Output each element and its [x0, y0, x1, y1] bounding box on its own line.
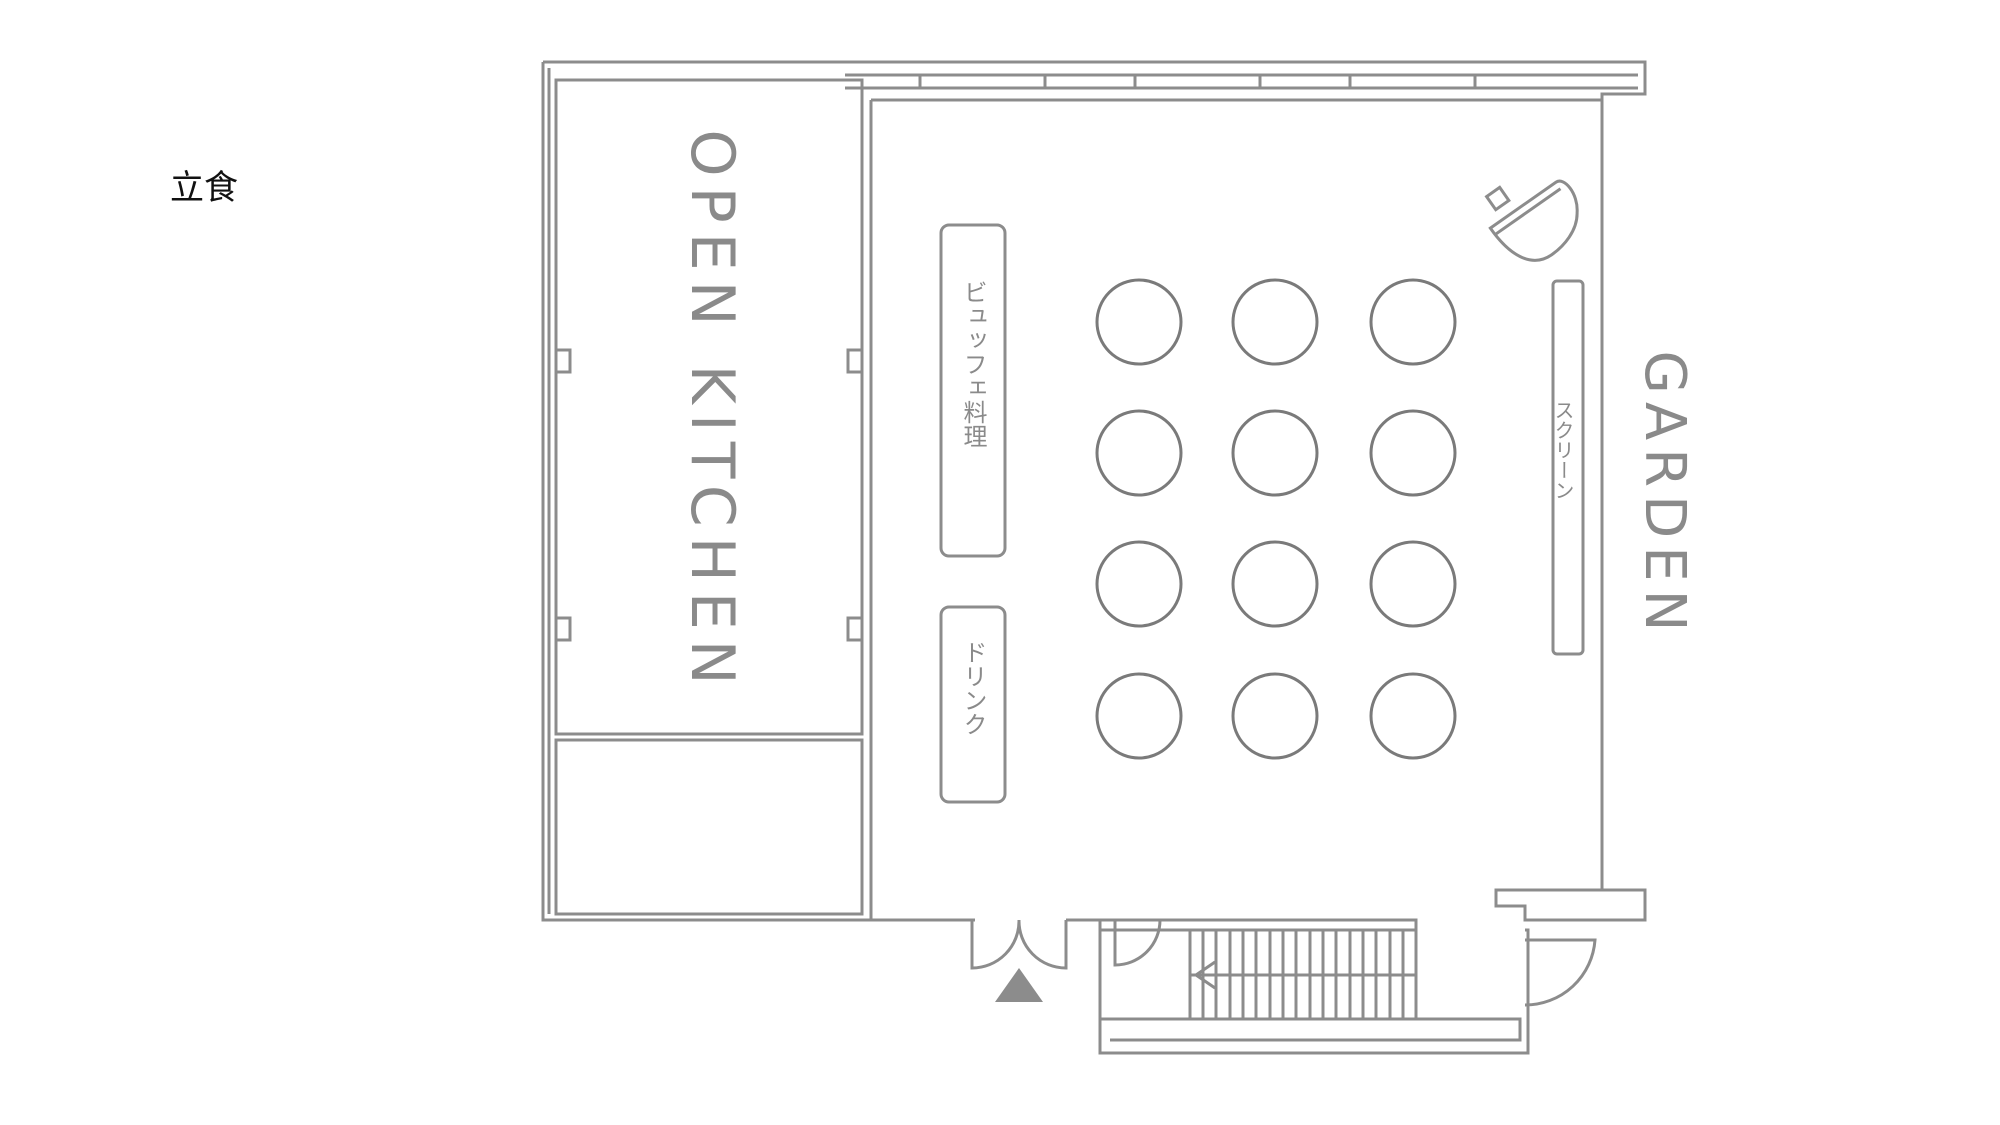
round-table [1095, 672, 1183, 760]
screen [1551, 279, 1585, 656]
kitchen-label: OPEN KITCHEN [677, 129, 747, 694]
round-table [1231, 409, 1319, 497]
round-table [1095, 409, 1183, 497]
buffet-counter [939, 223, 1007, 558]
round-table [1369, 278, 1457, 366]
screen-label: スクリーン [1551, 400, 1575, 500]
drink-label: ドリンク [959, 640, 987, 736]
round-table [1231, 672, 1319, 760]
layout-title: 立食 [170, 168, 238, 208]
round-table [1369, 672, 1457, 760]
garden-label: GARDEN [1632, 350, 1697, 639]
staircase [1188, 928, 1418, 1021]
round-table [1369, 540, 1457, 628]
entrance-doors[interactable] [970, 919, 1597, 1007]
piano-icon [1484, 179, 1579, 262]
entrance-triangle-icon [995, 968, 1043, 1002]
round-table [1231, 540, 1319, 628]
buffet-label: ビュッフェ料理 [959, 280, 987, 448]
round-table [1369, 409, 1457, 497]
round-table [1095, 540, 1183, 628]
drink-counter [939, 605, 1007, 804]
tables [1095, 278, 1457, 760]
outer-walls [541, 60, 1647, 1055]
round-table [1231, 278, 1319, 366]
round-table [1095, 278, 1183, 366]
